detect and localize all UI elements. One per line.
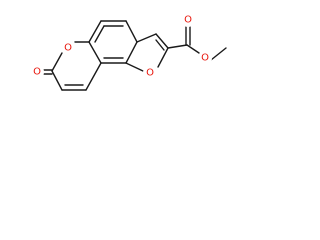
atom-pyranone-carbonyl-oxygen: O [33, 67, 41, 78]
atom-bg-furan-oxygen [143, 66, 157, 80]
bond-benzene-3 [125, 41, 138, 64]
bond-furan-1 [136, 33, 157, 43]
atom-bg-ester-ether-oxygen [198, 51, 212, 65]
bond-pyranone-3 [51, 70, 63, 91]
bond-furan-3 [157, 47, 169, 68]
bond-pyranone-5 [85, 62, 102, 91]
bond-ester-1 [167, 44, 188, 49]
bond-benzene-5 [88, 41, 102, 64]
atom-bg-ester-carbonyl-oxygen [181, 13, 195, 27]
bond-benzene-6-inner [94, 25, 105, 43]
atom-ester-carbonyl-oxygen: O [184, 15, 192, 26]
atom-bg-pyranone-carbonyl-oxygen [30, 65, 44, 79]
bond-furan-2 [155, 33, 169, 49]
atom-pyranone-ring-oxygen: O [64, 43, 72, 54]
atom-ester-ether-oxygen: O [201, 53, 209, 64]
bond-ester-2 [186, 44, 200, 54]
bonds [43, 20, 227, 91]
bond-furan-2-inner [155, 39, 165, 51]
bond-benzene-2 [125, 20, 138, 43]
molecule-structure: O O O O O [30, 13, 227, 91]
bond-pyranone-2 [51, 52, 63, 72]
atom-furan-oxygen: O [146, 68, 154, 79]
bond-ester-3 [210, 47, 227, 61]
atom-bg-pyranone-ring-oxygen [61, 41, 75, 55]
bond-furan-4 [125, 62, 144, 72]
bond-benzene-6 [88, 20, 102, 43]
atom-labels: O O O O O [30, 13, 212, 80]
